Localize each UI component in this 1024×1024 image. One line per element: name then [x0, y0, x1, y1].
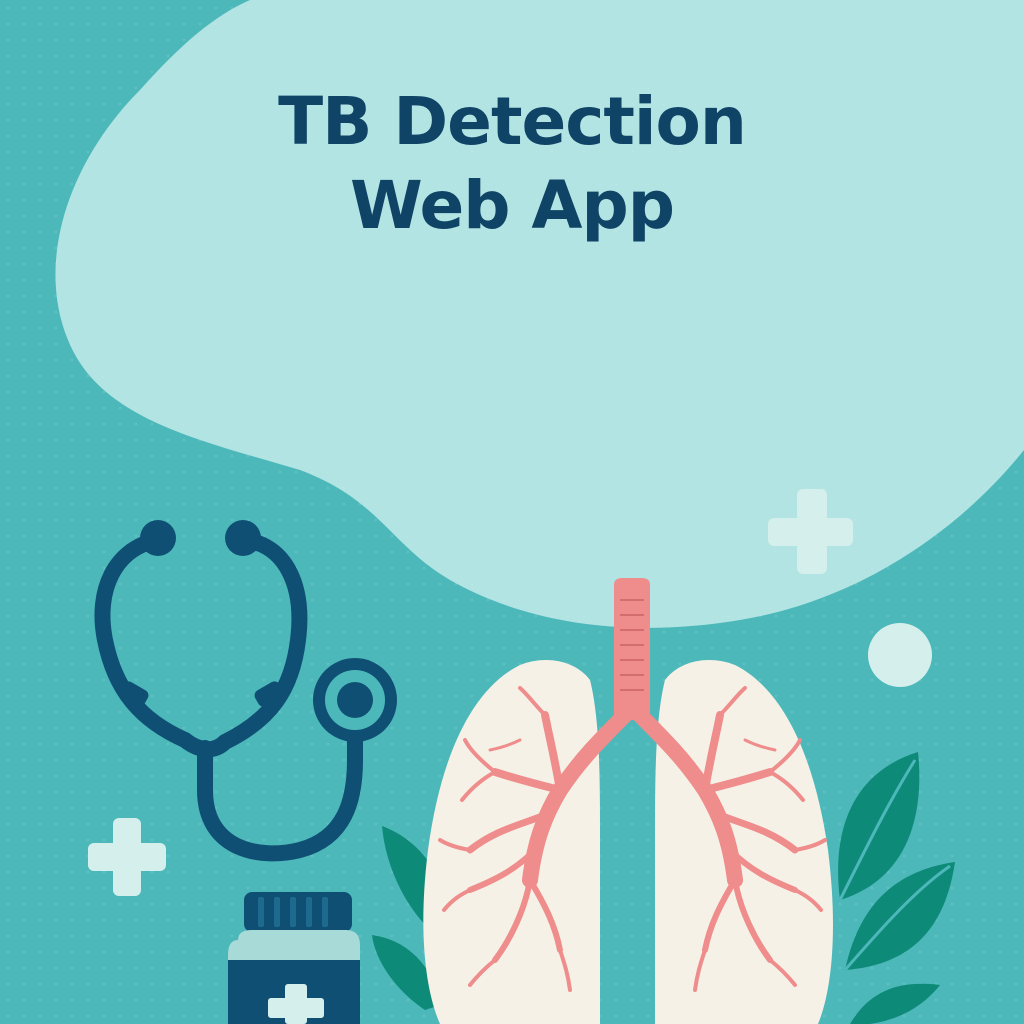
page-title: TB Detection Web App — [0, 80, 1024, 248]
stethoscope-chestpiece — [313, 658, 397, 742]
trachea — [614, 578, 650, 720]
stethoscope-icon — [94, 532, 363, 862]
lungs-icon — [423, 578, 833, 1024]
title-line-2: Web App — [350, 167, 675, 244]
title-line-1: TB Detection — [278, 83, 747, 160]
plus-icon — [768, 489, 853, 574]
plus-icon — [88, 818, 166, 896]
leaf-icon — [838, 752, 955, 1024]
stethoscope-earpieces — [119, 520, 284, 707]
bronchi — [438, 686, 827, 992]
medicine-bottle-icon — [228, 892, 360, 1024]
circle-dot — [868, 623, 932, 687]
